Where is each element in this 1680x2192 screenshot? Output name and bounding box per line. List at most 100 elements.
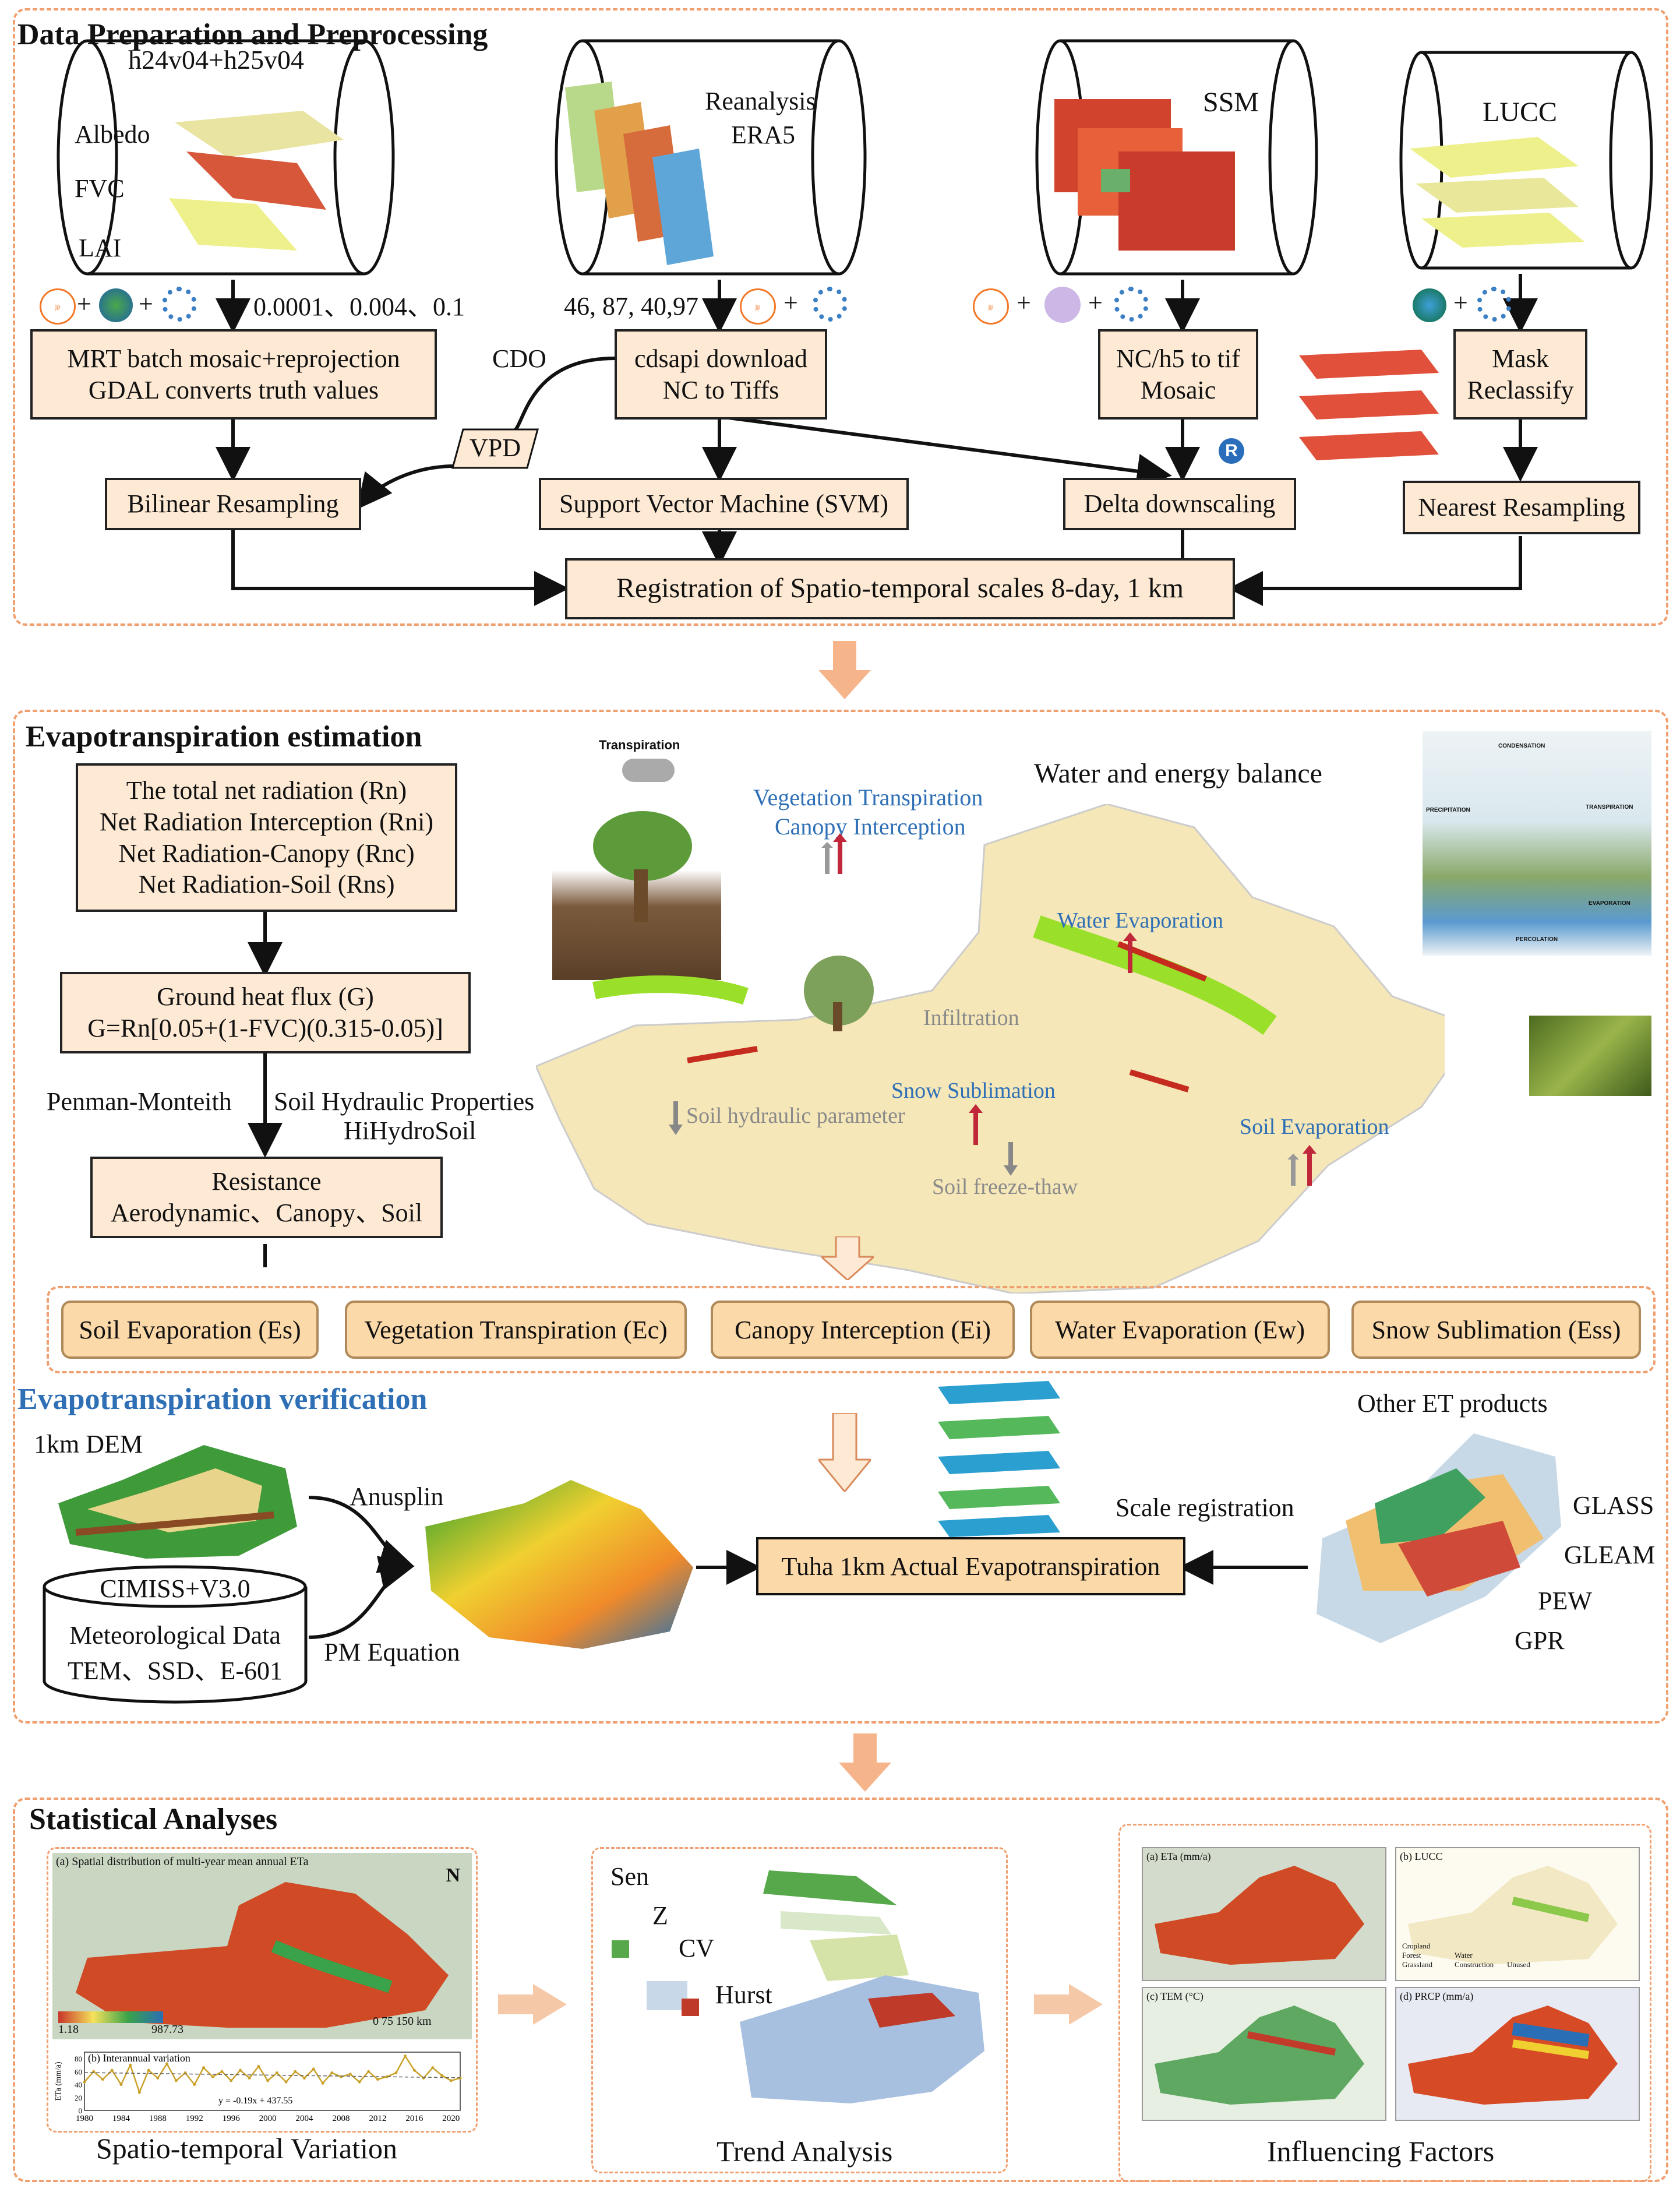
sen-label: Sen	[610, 1862, 649, 1891]
x-tick-label: 1992	[186, 2114, 203, 2123]
tuha-et-box: Tuha 1km Actual Evapotranspiration	[756, 1537, 1185, 1595]
factor-map-prcp: (d) PRCP (mm/a)	[1395, 1987, 1640, 2121]
transpiration-illustration: Transpiration	[552, 735, 721, 980]
canopy-interception-label: Canopy Interception	[775, 813, 966, 840]
data-point	[129, 2063, 132, 2067]
x-tick-label: 2016	[405, 2114, 423, 2123]
y-tick-label: 20	[75, 2094, 82, 2102]
cylinder-era5	[555, 39, 867, 276]
fvc-label: FVC	[75, 174, 125, 203]
net-radiation-box: The total net radiation (Rn) Net Radiati…	[76, 763, 457, 912]
hurst-label: Hurst	[715, 1980, 772, 2009]
water-cycle-illustration: CONDENSATION PRECIPITATION TRANSPIRATION…	[1423, 731, 1651, 956]
product-pew: PEW	[1538, 1587, 1592, 1615]
ssm-label: SSM	[1203, 87, 1259, 118]
flux-arrow-down-icon	[1004, 1142, 1018, 1176]
hihydrosoil-label: HiHydroSoil	[344, 1116, 477, 1145]
gear-icon	[813, 287, 848, 322]
data-point	[248, 2076, 251, 2080]
data-preparation-section	[13, 8, 1668, 626]
data-point	[119, 2083, 123, 2087]
data-point	[348, 2073, 352, 2076]
data-point	[449, 2079, 453, 2082]
y-tick-label: 40	[75, 2081, 82, 2089]
data-point	[156, 2076, 160, 2080]
data-point	[110, 2068, 114, 2072]
cimiss-database: CIMISS+V3.0 Meteorological Data TEM、SSD、…	[43, 1564, 308, 1704]
component-canopy-interception: Canopy Interception (Ei)	[711, 1301, 1015, 1359]
right-arrow-1	[498, 1984, 567, 2025]
data-point	[193, 2083, 196, 2087]
modis-scale-values: 0.0001、0.004、0.1	[253, 292, 465, 321]
data-point	[211, 2075, 214, 2078]
down-arrow-1	[818, 641, 871, 699]
right-arrow-2	[1034, 1984, 1103, 2025]
resistance-box: Resistance Aerodynamic、Canopy、Soil	[90, 1157, 443, 1238]
chart-title: (b) Interannual variation	[88, 2052, 190, 2064]
x-tick-label: 1984	[112, 2114, 130, 2123]
penman-monteith-label: Penman-Monteith	[47, 1087, 232, 1116]
jupyter-icon: jp	[973, 288, 1009, 325]
data-point	[83, 2080, 86, 2084]
component-vegetation-transpiration: Vegetation Transpiration (Ec)	[345, 1301, 687, 1359]
plus-sign: +	[77, 290, 91, 318]
data-point	[174, 2079, 178, 2082]
modis-layers-image	[169, 111, 344, 251]
factor-map-tem: (c) TEM (°C)	[1142, 1987, 1386, 2121]
down-arrow-verify	[818, 1413, 871, 1492]
registration-box: Registration of Spatio-temporal scales 8…	[565, 558, 1235, 619]
cdo-label: CDO	[492, 344, 546, 373]
svm-box: Support Vector Machine (SVM)	[539, 478, 909, 530]
down-arrow-small	[821, 1236, 874, 1280]
jupyter-icon: jp	[40, 288, 76, 325]
x-tick-label: 2020	[442, 2114, 460, 2123]
y-tick-label: 60	[75, 2067, 82, 2076]
data-point	[220, 2070, 224, 2073]
interpolated-map-image	[425, 1480, 693, 1649]
soil-evaporation-map-label: Soil Evaporation	[1240, 1115, 1389, 1139]
flux-arrow-down-icon	[669, 1101, 683, 1135]
data-point	[440, 2074, 444, 2077]
panel-trend-analysis	[591, 1847, 1008, 2173]
panel-influencing-factors	[1118, 1824, 1651, 2182]
plant-photo	[1529, 1016, 1651, 1096]
data-point	[367, 2070, 370, 2073]
trend-line	[84, 2072, 461, 2078]
snow-sublimation-map-label: Snow Sublimation	[891, 1079, 1056, 1103]
delta-downscaling-box: Delta downscaling	[1063, 478, 1296, 530]
pm-equation-label: PM Equation	[324, 1638, 460, 1666]
dem-label: 1km DEM	[34, 1430, 143, 1458]
plus-sign: +	[1088, 288, 1103, 317]
gear-icon	[1114, 287, 1149, 322]
data-point	[284, 2080, 288, 2084]
mean-eta-map: (a) Spatial distribution of multi-year m…	[52, 1853, 472, 2039]
series-line	[84, 2054, 461, 2095]
plus-sign: +	[1453, 288, 1468, 317]
data-point	[101, 2078, 104, 2081]
lucc-label: LUCC	[1483, 97, 1558, 128]
data-point	[147, 2068, 150, 2072]
factor-map-eta: (a) ETa (mm/a)	[1142, 1847, 1386, 1981]
data-point	[376, 2078, 379, 2081]
components-frame	[47, 1286, 1656, 1373]
era5-label: ERA5	[731, 121, 795, 149]
balance-title: Water and energy balance	[1034, 758, 1322, 789]
et-estimation-section	[13, 710, 1668, 1724]
z-label: Z	[652, 1901, 668, 1930]
data-point	[404, 2054, 407, 2058]
cv-label: CV	[679, 1934, 715, 1962]
x-tick-label: 1980	[76, 2114, 93, 2123]
product-glass: GLASS	[1573, 1491, 1654, 1520]
data-point	[394, 2071, 398, 2075]
data-point	[330, 2071, 334, 2075]
scale-registration-label: Scale registration	[1116, 1493, 1294, 1522]
bilinear-resampling-box: Bilinear Resampling	[105, 478, 361, 530]
globe-tool-icon	[99, 288, 133, 322]
component-water-evaporation: Water Evaporation (Ew)	[1030, 1301, 1330, 1359]
flux-arrows-icon	[821, 833, 847, 874]
era5-values: 46, 87, 40,97	[564, 292, 698, 320]
x-tick-label: 2004	[296, 2114, 314, 2123]
era5-layers-image	[565, 82, 714, 265]
x-tick-label: 2008	[332, 2114, 350, 2123]
